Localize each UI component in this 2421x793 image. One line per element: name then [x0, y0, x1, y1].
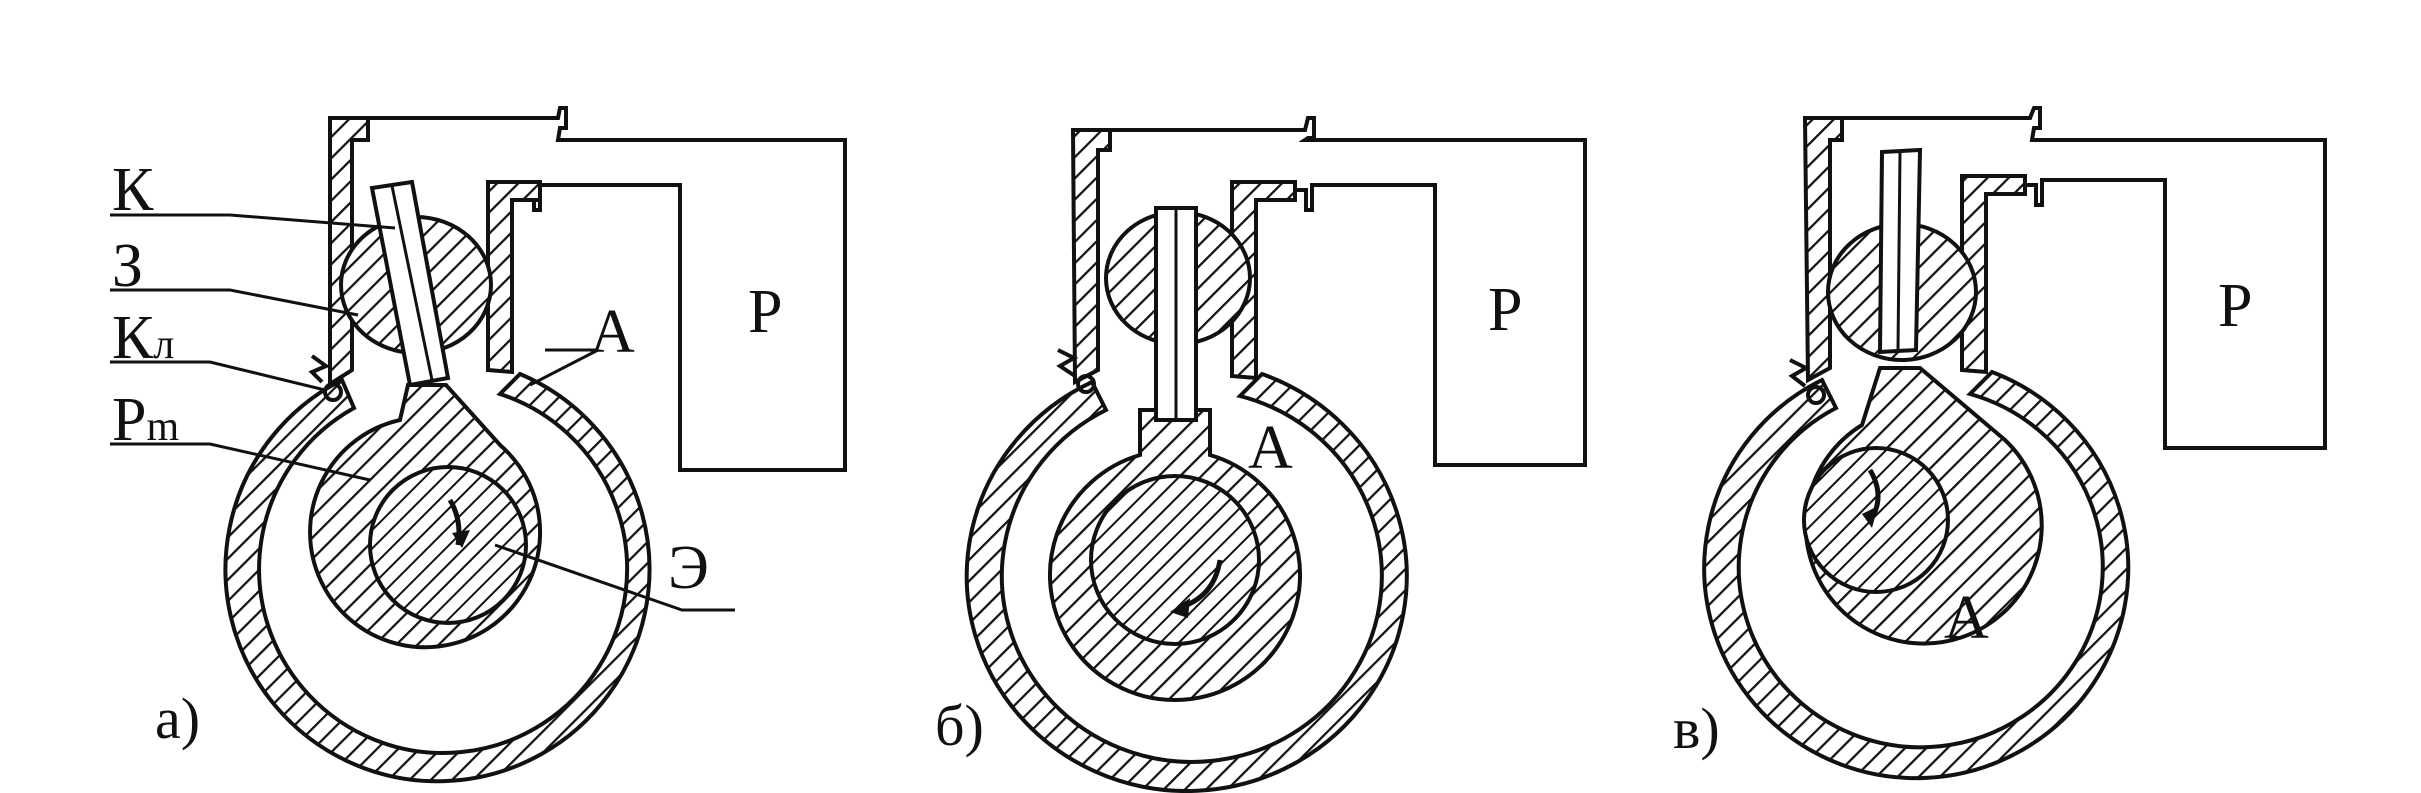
label-r-panel-c: Р: [2218, 272, 2252, 340]
label-kl: Кл: [112, 304, 174, 372]
rotor: [1048, 408, 1302, 702]
label-pm: Рm: [112, 386, 179, 454]
rotor: [1802, 366, 2044, 646]
pump-housing: [1702, 116, 2131, 781]
reservoir-outline: [330, 106, 847, 472]
check-valve-spring: [308, 354, 343, 402]
caption-c: в): [1673, 696, 1720, 761]
reservoir-outline: [1808, 106, 2327, 450]
label-kl-sub: л: [153, 322, 174, 368]
label-a-panel-b: А: [1248, 414, 1293, 482]
label-a-panel-a: А: [590, 298, 635, 366]
label-e: Э: [668, 534, 709, 602]
reservoir-outline: [1075, 116, 1587, 467]
caption-b: б): [935, 693, 984, 758]
label-r-panel-a: Р: [748, 278, 782, 346]
check-valve-spring: [1056, 348, 1096, 394]
pump-housing: [964, 128, 1409, 793]
check-valve-spring: [1788, 358, 1826, 405]
leader-lines: [110, 213, 735, 612]
label-z: З: [112, 232, 143, 300]
label-a-panel-c: А: [1944, 584, 1989, 652]
rotor: [308, 383, 543, 650]
label-k: К: [112, 156, 154, 224]
vane-plunger: [369, 179, 451, 388]
panel-c: А Р в): [1673, 106, 2327, 781]
label-kl-main: К: [112, 304, 154, 372]
panel-a: К З Кл Рm А Э Р а): [110, 106, 847, 784]
caption-a: а): [155, 686, 200, 751]
panel-b: А Р б): [935, 116, 1587, 793]
label-pm-main: Р: [112, 386, 146, 454]
label-r-panel-b: Р: [1488, 276, 1522, 344]
vane-plunger: [1154, 206, 1198, 422]
label-pm-sub: m: [146, 404, 179, 450]
vane-plunger: [1877, 147, 1923, 355]
